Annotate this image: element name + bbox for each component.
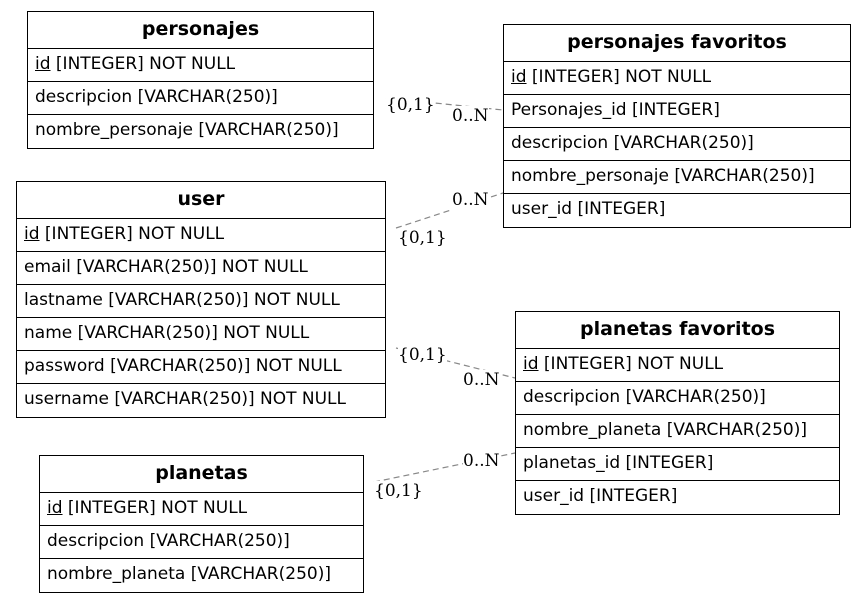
attribute-type: [INTEGER] NOT NULL — [62, 498, 248, 518]
attribute-row: nombre_personaje [VARCHAR(250)] — [504, 161, 850, 194]
attribute-row: descripcion [VARCHAR(250)] — [504, 128, 850, 161]
cardinality-label: {0,1} — [398, 228, 447, 248]
attribute-row: descripcion [VARCHAR(250)] — [516, 382, 839, 415]
attribute-row: name [VARCHAR(250)] NOT NULL — [17, 318, 385, 351]
attribute-row: Personajes_id [INTEGER] — [504, 95, 850, 128]
entity-planetas[interactable]: planetas id [INTEGER] NOT NULL descripci… — [39, 455, 364, 593]
cardinality-label: {0,1} — [398, 345, 447, 365]
primary-key: id — [24, 224, 40, 244]
cardinality-label: 0..N — [463, 451, 500, 471]
attribute-row: user_id [INTEGER] — [523, 486, 678, 506]
attribute-row: descripcion [VARCHAR(250)] — [28, 82, 373, 115]
entity-user[interactable]: user id [INTEGER] NOT NULL email [VARCHA… — [16, 181, 386, 418]
attribute-row: id [INTEGER] NOT NULL — [516, 349, 839, 382]
primary-key: id — [511, 67, 527, 87]
attribute-row: lastname [VARCHAR(250)] NOT NULL — [17, 285, 385, 318]
attribute-row: descripcion [VARCHAR(250)] — [40, 526, 363, 559]
attribute-type: [INTEGER] NOT NULL — [538, 354, 724, 374]
attribute-row: email [VARCHAR(250)] NOT NULL — [17, 252, 385, 285]
attribute-row: user_id [INTEGER] — [511, 199, 666, 219]
entity-title: user — [17, 182, 385, 219]
attribute-row: nombre_planeta [VARCHAR(250)] — [516, 415, 839, 448]
primary-key: id — [47, 498, 63, 518]
attribute-row: id [INTEGER] NOT NULL — [28, 49, 373, 82]
primary-key: id — [523, 354, 539, 374]
attribute-row: nombre_personaje [VARCHAR(250)] — [35, 120, 339, 140]
cardinality-label: {0,1} — [374, 481, 423, 501]
attribute-row: id [INTEGER] NOT NULL — [40, 493, 363, 526]
entity-title: personajes — [28, 12, 373, 49]
entity-planetas-favoritos[interactable]: planetas favoritos id [INTEGER] NOT NULL… — [515, 311, 840, 515]
primary-key: id — [35, 54, 51, 74]
entity-title: planetas favoritos — [516, 312, 839, 349]
cardinality-label: 0..N — [452, 106, 489, 126]
attribute-type: [INTEGER] NOT NULL — [526, 67, 712, 87]
cardinality-label: 0..N — [463, 370, 500, 390]
attribute-row: nombre_planeta [VARCHAR(250)] — [47, 564, 331, 584]
cardinality-label: {0,1} — [386, 95, 435, 115]
attribute-row: username [VARCHAR(250)] NOT NULL — [24, 389, 346, 409]
attribute-row: password [VARCHAR(250)] NOT NULL — [17, 351, 385, 384]
attribute-type: [INTEGER] NOT NULL — [39, 224, 225, 244]
attribute-type: [INTEGER] NOT NULL — [50, 54, 236, 74]
attribute-row: id [INTEGER] NOT NULL — [504, 62, 850, 95]
entity-personajes-favoritos[interactable]: personajes favoritos id [INTEGER] NOT NU… — [503, 24, 851, 228]
cardinality-label: 0..N — [452, 190, 489, 210]
entity-title: personajes favoritos — [504, 25, 850, 62]
entity-title: planetas — [40, 456, 363, 493]
entity-personajes[interactable]: personajes id [INTEGER] NOT NULL descrip… — [27, 11, 374, 149]
attribute-row: id [INTEGER] NOT NULL — [17, 219, 385, 252]
attribute-row: planetas_id [INTEGER] — [516, 448, 839, 481]
